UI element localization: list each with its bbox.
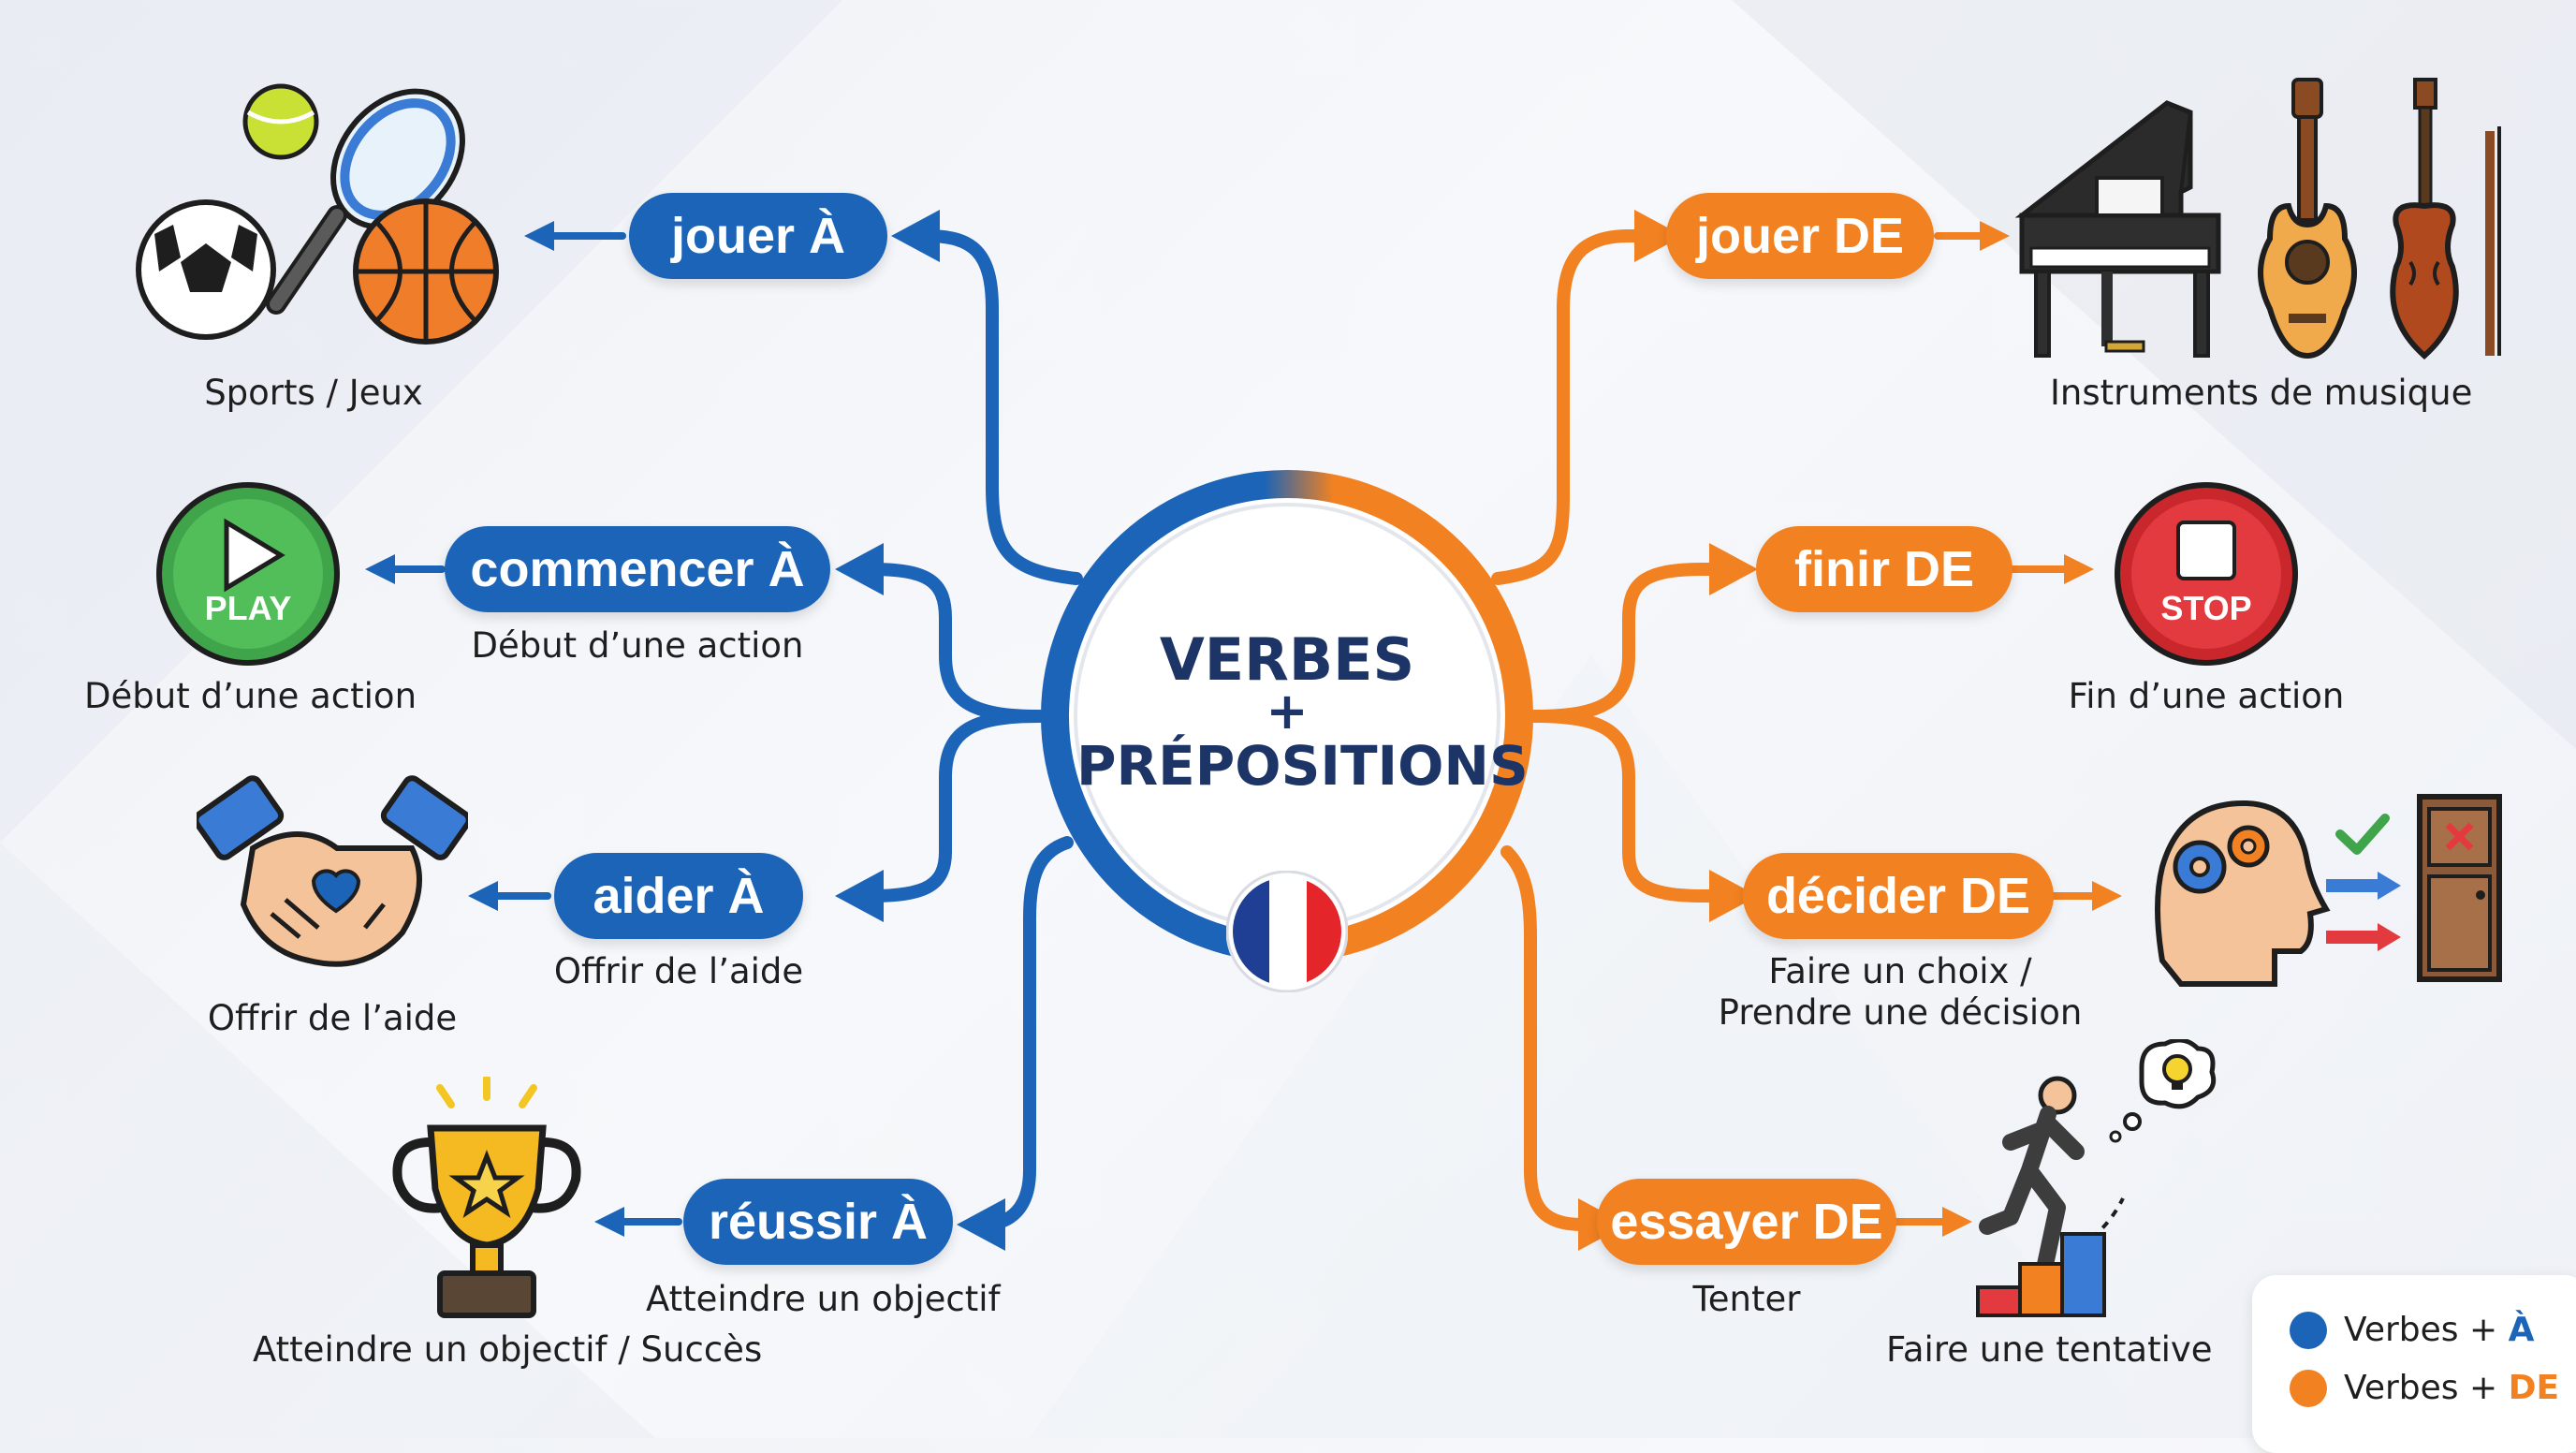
- connector-jouer-de: [1491, 229, 1654, 585]
- caption-aider-a: Offrir de l’aide: [553, 951, 804, 991]
- pill-jouer-a[interactable]: jouer À: [629, 193, 887, 279]
- legend-row-de: Verbes + DE: [2290, 1369, 2559, 1407]
- connector-finir-de: [1529, 563, 1729, 723]
- connector-aider-a: [845, 710, 1046, 903]
- pill-reussir-a[interactable]: réussir À: [683, 1179, 953, 1265]
- caption-reussir-a: Atteindre un objectif: [646, 1279, 1001, 1319]
- france-flag-icon: [1226, 871, 1348, 992]
- icon-caption-jouer-de: Instruments de musique: [2050, 373, 2473, 413]
- legend: Verbes + À Verbes + DE: [2252, 1275, 2576, 1453]
- pill-decider-de[interactable]: décider DE: [1743, 853, 2054, 939]
- legend-accent-a: À: [2508, 1311, 2535, 1349]
- caption-commencer-a: Début d’une action: [471, 625, 804, 666]
- play-label: PLAY: [205, 589, 292, 627]
- sports-balls-icon: [136, 83, 499, 345]
- decision-head-icon: [2155, 794, 2502, 987]
- caption-essayer-de: Tenter: [1692, 1279, 1801, 1319]
- connector-decider-de: [1529, 710, 1729, 903]
- pill-essayer-de[interactable]: essayer DE: [1597, 1179, 1896, 1265]
- connector-jouer-a: [901, 229, 1083, 585]
- legend-row-a: Verbes + À: [2290, 1311, 2534, 1349]
- center-title-plus: +: [1266, 682, 1309, 741]
- legend-label-de: Verbes +: [2344, 1369, 2509, 1407]
- icon-caption-aider: Offrir de l’aide: [207, 998, 458, 1038]
- icon-caption-finir-de: Fin d’une action: [2068, 676, 2345, 716]
- stop-button-icon: STOP: [2115, 482, 2298, 666]
- connector-reussir-a: [967, 836, 1074, 1231]
- handshake-icon: [197, 775, 468, 967]
- pill-aider-a[interactable]: aider À: [554, 853, 803, 939]
- icon-caption-essayer-de: Faire une tentative: [1886, 1329, 2213, 1370]
- play-button-icon: PLAY: [156, 482, 340, 666]
- trophy-icon: [392, 1077, 581, 1318]
- legend-accent-de: DE: [2508, 1369, 2560, 1407]
- legend-dot-orange: [2290, 1369, 2327, 1407]
- connector-essayer-de: [1500, 845, 1598, 1231]
- legend-dot-blue: [2290, 1311, 2327, 1349]
- icon-caption-commencer: Début d’une action: [84, 676, 417, 716]
- pill-jouer-de[interactable]: jouer DE: [1666, 193, 1934, 279]
- connector-commencer-a: [845, 563, 1046, 723]
- stop-label: STOP: [2160, 589, 2251, 627]
- legend-label-a: Verbes +: [2344, 1311, 2509, 1349]
- center-title-verbes: VERBES: [1159, 625, 1415, 694]
- musical-instruments-icon: [2014, 78, 2501, 360]
- center-title-prepositions: PRÉPOSITIONS: [1076, 734, 1529, 798]
- pill-commencer-a[interactable]: commencer À: [445, 526, 830, 612]
- climbing-steps-icon: [1976, 1039, 2217, 1317]
- icon-caption-reussir: Atteindre un objectif / Succès: [253, 1329, 763, 1370]
- pill-finir-de[interactable]: finir DE: [1756, 526, 2012, 612]
- caption-decider-de: Faire un choix / Prendre une décision: [1718, 951, 2083, 1033]
- icon-caption-sports: Sports / Jeux: [204, 373, 423, 413]
